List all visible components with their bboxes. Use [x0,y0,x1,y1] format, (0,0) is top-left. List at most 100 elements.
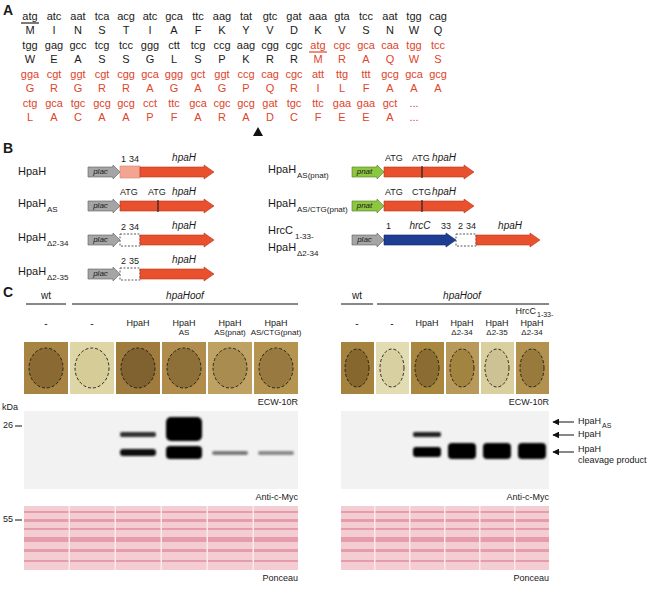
promoter-name: pnat [352,165,377,179]
infiltration-outline [259,348,293,388]
amino-acid: A [50,111,57,124]
gene-arrow: hpaH [140,165,214,179]
amino-acid: R [290,53,298,66]
codon-position-mark [421,166,422,178]
lane-gap [69,506,516,570]
amino-acid: S [98,53,105,66]
arrow-shape [140,165,214,179]
amino-acid: M [25,24,34,37]
codon: cgc [333,39,350,52]
leaf-image [446,342,479,394]
infiltrated-area [520,349,544,387]
codon: tcg [95,39,110,52]
amino-acid: W [409,53,419,66]
codon: gcg [117,97,135,110]
gene-arrow: hpaH [140,267,214,281]
codon: gct [191,68,206,81]
amino-acid: M [313,53,322,66]
promoter-name: plac [88,233,113,247]
codon: tca [95,10,110,23]
amino-acid: T [123,24,130,37]
codon: atc [143,10,158,23]
strain-bracket [341,304,373,305]
construct-name: HpaH [268,197,296,210]
amino-acid: I [316,82,319,95]
codon: gga [21,68,39,81]
codon: cag [429,10,447,23]
strain-label: hpaHoof [443,290,481,302]
gene-arrow: hpaH [384,165,474,179]
codon: tat [240,10,252,23]
infiltrated-area [380,349,404,387]
strain-label: wt [352,290,362,302]
lane-gap [161,506,163,570]
codon: gtc [263,10,278,23]
lane-gap [514,506,516,570]
amino-acid: A [194,111,201,124]
band-arrow [553,435,574,436]
codon: aag [213,10,231,23]
arrow-body [352,233,384,247]
gene-name: hpaH [172,220,196,232]
construct-subscript: Δ2-34 [47,239,68,248]
infiltration-outline [75,348,109,388]
construct-subscript: Δ2-34 [297,249,318,258]
amino-acid: L [171,53,177,66]
amino-acid: I [148,24,151,37]
infiltrated-area [75,348,109,388]
amino-acid: I [52,24,55,37]
gene-name: hrcC [384,220,456,232]
promoter-name: plac [88,267,113,281]
start-codon-underline [309,51,327,52]
residue-number: 34 [129,222,139,232]
arrow-body [140,165,214,179]
amino-acid: N [74,24,82,37]
amino-acid: D [266,111,274,124]
amino-acid: A [98,111,105,124]
strain-bracket [26,304,549,305]
codon: gta [334,10,349,23]
arrow-body [88,233,120,247]
codon: aat [70,10,85,23]
infiltration-outline [415,349,439,387]
blot-band [483,443,511,459]
amino-acid: S [194,53,201,66]
codon: ggt [70,68,85,81]
codon: aaa [309,10,327,23]
infiltration-outline [345,349,369,387]
amino-acid: P [146,111,153,124]
arrow-body [476,233,540,247]
blot-membrane [24,411,549,489]
start-codon-underline [21,22,39,23]
codon: tgc [287,97,302,110]
codon: ttc [192,10,204,23]
blot-band [120,432,156,437]
infiltrated-area [415,349,439,387]
lane-gap [409,506,411,570]
codon: gat [286,10,301,23]
codon: gca [165,10,183,23]
amino-acid: A [386,82,393,95]
axis-unit: kDa [2,402,18,412]
amino-acid: G [170,82,179,95]
lane-label: HrcC [516,306,537,316]
codon: tcc [359,10,373,23]
lane-gap [444,506,446,570]
codon: cgc [285,39,302,52]
band-arrow [553,422,574,452]
codon-label: ATG [412,153,430,163]
codon: cgt [47,68,62,81]
codon: gcc [69,39,86,52]
leaf-image [481,342,514,394]
residue-number: 35 [129,256,139,266]
leaf-image [70,342,114,394]
codon: ggg [165,68,183,81]
amino-acid: Q [266,82,275,95]
codon-label: CTG [412,187,431,197]
residue-number: 2 [121,222,126,232]
amino-acid: E [50,53,57,66]
codon: atg [310,39,325,52]
panel-label: Ponceau [262,573,298,583]
codon-label: ATG [120,187,138,197]
blot-band [120,417,546,459]
